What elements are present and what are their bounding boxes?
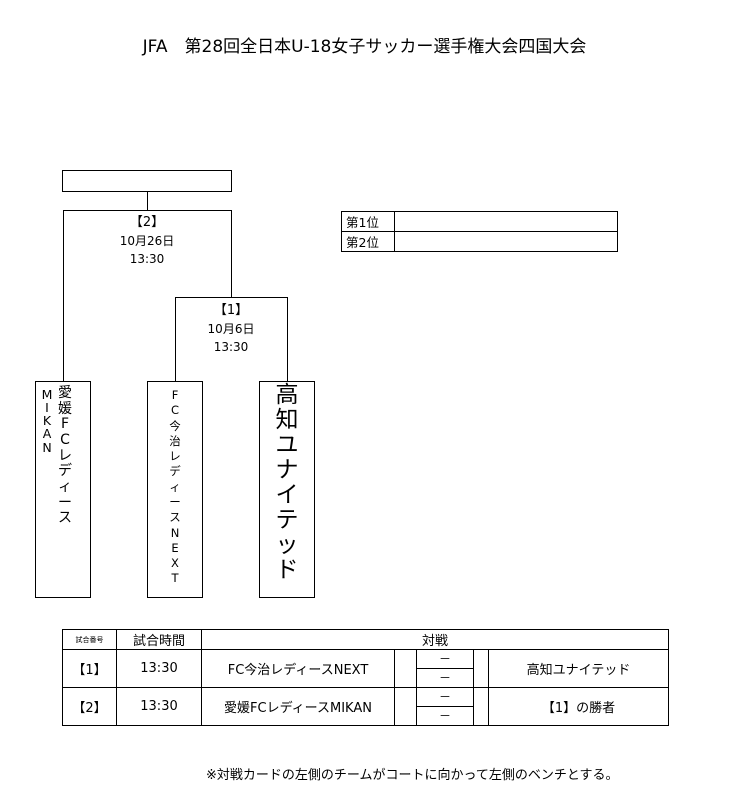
rank-label: 第2位 [341,231,395,252]
bracket-line [175,297,288,298]
score-cell: － － [416,649,474,688]
page-title: JFA 第28回全日本U-18女子サッカー選手権大会四国大会 [142,37,587,57]
team-char: A [42,426,52,442]
team-box-fc-imabari: F C 今 治 レ デ ィ ー ス N E X T [147,381,203,598]
bracket-line [147,192,148,210]
team-char: ス [58,510,72,527]
team-box-ehime: M I K A N 愛 媛 F C レ デ ィ ー ス [35,381,91,598]
team-char: ー [169,494,181,509]
schedule-header-row: 試合番号 試合時間 対戦 [62,629,669,650]
bracket-line [63,210,231,211]
team-char: イ [275,482,299,509]
team-char: 媛 [58,400,72,417]
match-time: 13:30 [116,649,202,688]
team-name-fc-imabari: F C 今 治 レ デ ィ ー ス N E X T [165,388,185,587]
team-char: I [45,400,49,416]
schedule-table: 試合番号 試合時間 対戦 【1】 13:30 FC今治レディースNEXT － －… [62,629,669,726]
team-char: ィ [58,479,72,496]
team-char: ッ [275,532,299,559]
team-char: ナ [275,457,299,484]
match-number: 【1】 [62,649,117,688]
match-2-info: 【2】 10月26日 13:30 [97,214,197,268]
header-matchup: 対戦 [201,629,669,650]
team-char: F [60,416,70,433]
team-char: F [171,388,179,402]
match-time: 13:30 [116,687,202,726]
team-char: 愛 [58,385,72,401]
team-char: 高 [275,382,299,408]
match-2-date: 10月26日 [119,234,175,248]
team-char: K [42,413,52,429]
team-char: レ [169,449,181,464]
team-char: デ [58,463,72,480]
team-left: 愛媛FCレディースMIKAN [201,687,395,726]
schedule-row: 【2】 13:30 愛媛FCレディースMIKAN － － 【1】の勝者 [62,687,669,726]
match-1-info: 【1】 10月6日 13:30 [181,302,281,356]
match-number: 【2】 [62,687,117,726]
team-char: テ [275,507,299,534]
match-2-time: 13:30 [129,252,165,266]
team-char: X [171,556,179,571]
team-char: レ [58,447,72,464]
rank-label: 第1位 [341,211,395,232]
header-match-no: 試合番号 [62,629,117,650]
bracket-line [63,210,64,381]
score-bottom: － [438,671,451,685]
team-char: C [60,432,70,449]
score-top: － [417,650,473,669]
team-char: N [42,439,52,455]
match-2-label: 【2】 [129,215,165,230]
team-char: T [171,571,179,586]
team-char: 今 [169,418,181,433]
schedule-row: 【1】 13:30 FC今治レディースNEXT － － 高知ユナイテッド [62,649,669,688]
rank-value [394,211,618,232]
team-char: C [170,403,180,418]
team-char: デ [169,464,181,479]
team-right: 高知ユナイテッド [488,649,669,688]
rank-value [394,231,618,252]
bench-note: ※対戦カードの左側のチームがコートに向かって左側のベンチとする。 [206,768,619,783]
match-1-label: 【1】 [213,303,249,318]
team-char: E [171,540,179,555]
team-char: ユ [275,432,299,459]
team-right: 【1】の勝者 [488,687,669,726]
team-char: ィ [169,479,181,494]
match-1-time: 13:30 [213,340,249,354]
match-1-date: 10月6日 [207,322,255,336]
score-top: － [417,688,473,707]
score-bottom: － [438,709,451,723]
score-spacer [473,687,489,726]
bracket-line [231,210,232,297]
bracket-line [287,297,288,381]
team-char: ー [58,494,72,511]
team-name-ehime-suffix: M I K A N [40,388,54,454]
team-box-kochi: 高 知 ユ ナ イ テ ッ ド [259,381,315,598]
team-char: 知 [275,407,299,434]
rank-row: 第1位 [341,211,618,232]
team-char: N [170,525,180,540]
champion-box [62,170,232,192]
score-spacer [394,649,417,688]
bracket-line [175,297,176,381]
team-char: 治 [169,433,181,448]
team-char: M [41,387,53,402]
ranking-table: 第1位 第2位 [341,211,618,252]
team-char: ド [275,557,299,584]
score-spacer [394,687,417,726]
team-char: ス [169,510,181,525]
rank-row: 第2位 [341,231,618,252]
team-left: FC今治レディースNEXT [201,649,395,688]
score-cell: － － [416,687,474,726]
team-name-kochi: 高 知 ユ ナ イ テ ッ ド [272,382,302,584]
score-spacer [473,649,489,688]
header-time: 試合時間 [116,629,202,650]
team-name-ehime: 愛 媛 F C レ デ ィ ー ス [56,385,74,527]
